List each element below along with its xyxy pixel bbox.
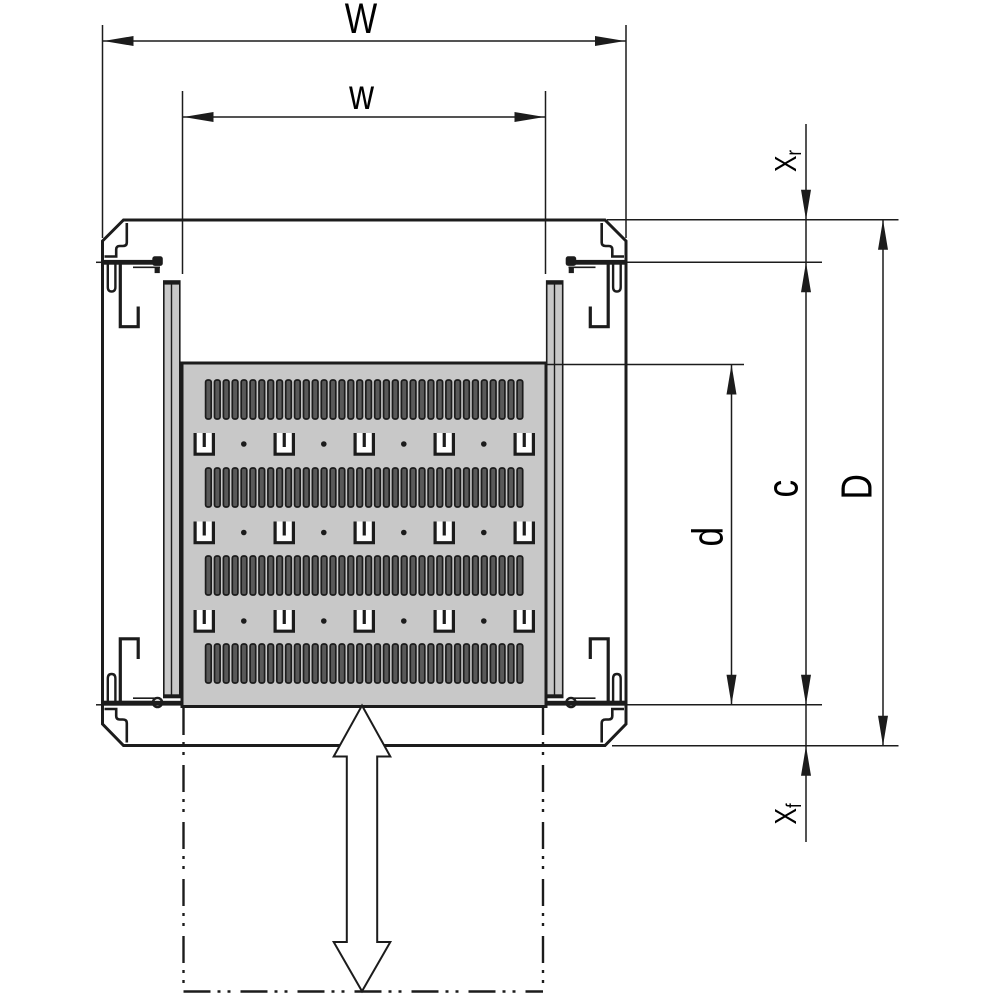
svg-text:w: w bbox=[348, 71, 375, 118]
svg-text:Xf: Xf bbox=[768, 803, 806, 825]
svg-text:D: D bbox=[833, 474, 882, 499]
svg-text:W: W bbox=[345, 0, 378, 43]
svg-text:Xr: Xr bbox=[768, 149, 806, 172]
svg-text:c: c bbox=[759, 480, 808, 498]
svg-text:d: d bbox=[684, 527, 733, 547]
